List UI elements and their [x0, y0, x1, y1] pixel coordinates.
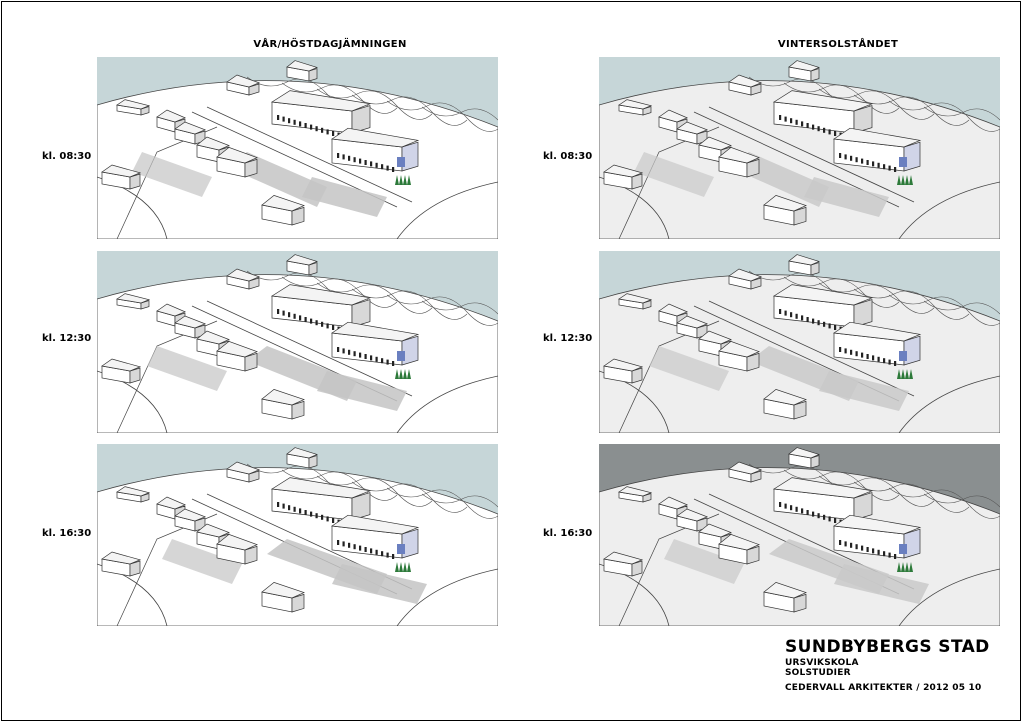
row-label-0830-left: kl. 08:30 — [42, 151, 92, 162]
row-label-0830-right: kl. 08:30 — [543, 151, 593, 162]
row-label-1230-left: kl. 12:30 — [42, 333, 92, 344]
site-sketch — [97, 444, 498, 626]
site-sketch — [599, 251, 1000, 433]
sun-study-winter-0830 — [599, 57, 1000, 239]
column-title-winter-solstice: VINTERSOLSTÅNDET — [777, 39, 899, 50]
site-sketch — [599, 57, 1000, 239]
site-sketch — [97, 57, 498, 239]
row-label-1630-right: kl. 16:30 — [543, 528, 593, 539]
client-name: SUNDBYBERGS STAD — [785, 637, 990, 657]
sun-study-equinox-1230 — [97, 251, 498, 433]
architect-date: CEDERVALL ARKITEKTER / 2012 05 10 — [785, 683, 982, 693]
column-title-equinox: VÅR/HÖSTDAGJÄMNINGEN — [253, 39, 407, 50]
sun-study-equinox-0830 — [97, 57, 498, 239]
site-sketch — [599, 444, 1000, 626]
sun-study-winter-1630 — [599, 444, 1000, 626]
site-sketch — [97, 251, 498, 433]
subject-name: SOLSTUDIER — [785, 668, 851, 678]
row-label-1230-right: kl. 12:30 — [543, 333, 593, 344]
sun-study-winter-1230 — [599, 251, 1000, 433]
sun-study-equinox-1630 — [97, 444, 498, 626]
project-name: URSVIKSKOLA — [785, 658, 859, 668]
row-label-1630-left: kl. 16:30 — [42, 528, 92, 539]
